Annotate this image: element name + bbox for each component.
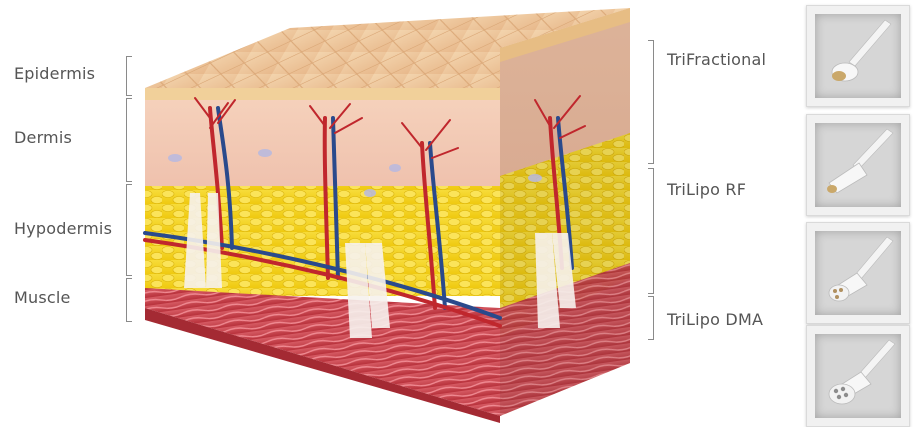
handpiece-thumbnail-2[interactable]: [806, 114, 910, 216]
bracket-trilipo-dma: [648, 296, 654, 340]
handpiece-thumbnail-3[interactable]: [806, 222, 910, 324]
bracket-trilipo-rf: [648, 168, 654, 294]
bracket-trifractional: [648, 40, 654, 164]
bracket-dermis: [126, 98, 132, 182]
label-trifractional: TriFractional: [667, 50, 766, 69]
label-hypodermis: Hypodermis: [14, 219, 112, 238]
label-epidermis: Epidermis: [14, 64, 95, 83]
handpiece-thumbnail-1[interactable]: [806, 5, 910, 107]
handpiece-multi-electrode-icon: [815, 231, 901, 315]
epidermis-edge: [145, 88, 500, 100]
label-trilipo-dma: TriLipo DMA: [667, 310, 763, 329]
bracket-epidermis: [126, 56, 132, 96]
handpiece-quad-electrode-icon: [815, 334, 901, 418]
label-trilipo-rf: TriLipo RF: [667, 180, 746, 199]
handpiece-thumbnail-4[interactable]: [806, 325, 910, 427]
skin-cross-section-diagram: [140, 8, 640, 423]
handpiece-cone-tip-icon: [815, 123, 901, 207]
handpiece-ring-tip-icon: [815, 14, 901, 98]
block-right-face: [500, 8, 630, 416]
label-dermis: Dermis: [14, 128, 72, 147]
bracket-muscle: [126, 278, 132, 322]
label-muscle: Muscle: [14, 288, 71, 307]
bracket-hypodermis: [126, 184, 132, 276]
